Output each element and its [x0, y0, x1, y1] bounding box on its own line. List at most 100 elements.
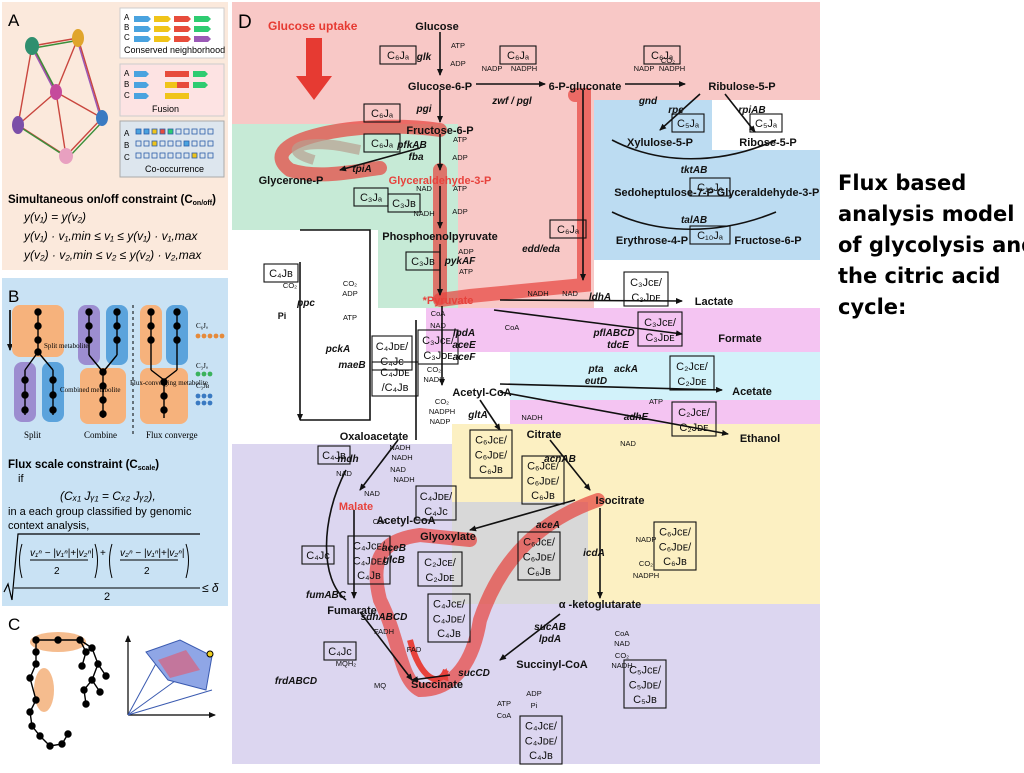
on-off-constraint-title: Simultaneous on/off constraint (Con/off) [8, 194, 216, 207]
flux-box-b17: C₄Jᴅᴇ/C₄Jᴄ [371, 335, 413, 371]
enzyme-lpda2: lpdA [539, 634, 561, 645]
flux-box-text: C₄Jᴄ [306, 550, 330, 562]
flux-converging-label: Flux-converging metabolite [130, 379, 208, 387]
row-letter: A [124, 129, 130, 138]
cofactor-label: CO₂ [427, 365, 441, 374]
enzyme-glcb: glcB [382, 555, 405, 566]
flux-box-frame [643, 45, 681, 65]
enzyme-gnd: gnd [638, 96, 658, 107]
metabolite-xu5p: Xylulose-5-P [627, 137, 693, 149]
row-letter: B [124, 80, 129, 89]
flux-box-frame [415, 485, 457, 521]
flux-box-frame [417, 329, 459, 365]
formula-term: v₁ⁿ − |v₁ⁿ|+|v₂ⁿ| [30, 548, 94, 559]
cofactor-label: NADPH [429, 407, 455, 416]
enzyme-maeb: maeB [338, 360, 365, 371]
cofactor-label: CoA [373, 517, 388, 526]
flux-box-text: C₆Jₐ [371, 108, 394, 120]
legend-dots [195, 333, 225, 406]
network-node [59, 148, 73, 164]
flux-box-frame [623, 659, 667, 709]
constraint-equation: y(v₁) · v₁,min ≤ v₁ ≤ y(v₁) · v₁,max [23, 229, 198, 243]
cofactor-label: ATP [497, 699, 511, 708]
enzyme-succd: sucCD [458, 668, 490, 679]
flux-box-b29: C₂Jᴄᴇ/C₂Jᴅᴇ [417, 551, 463, 587]
co-occurrence-cell [167, 140, 174, 147]
cofactor-label: ADP [450, 59, 465, 68]
metabolite-fumarate: Fumarate [327, 605, 377, 617]
flux-box-text: C₂Jᴄᴇ/ [676, 361, 709, 373]
metabolite-accoa: Acetyl-CoA [452, 387, 511, 399]
cofactor-label: NAD [390, 465, 406, 474]
flux-box-text: C₄Jʙ [269, 268, 293, 280]
flux-box-frame [637, 311, 683, 347]
network-node [25, 37, 39, 55]
cofactor-label: CoA [497, 711, 512, 720]
co-occurrence-cell [135, 140, 142, 147]
co-occurrence-cell [159, 128, 166, 135]
flux-box-text: C₄Jᴄ [424, 506, 448, 518]
combine-label: Combine [84, 430, 117, 440]
flux-box-frame [263, 263, 299, 283]
cofactor-label: ATP [451, 41, 465, 50]
cofactor-label: CoA [615, 629, 630, 638]
cofactor-label: NADH [423, 375, 444, 384]
enzyme-tpia: tpiA [352, 164, 371, 175]
flux-box-frame [427, 593, 471, 643]
caption-line: Flux based [838, 171, 967, 195]
flux-box-text: C₆Jᴅᴇ/ [659, 541, 692, 553]
formula-denominator: 2 [54, 566, 60, 577]
flux-box-text: C₆Jₐ [507, 50, 530, 62]
flux-cone-plot [125, 635, 216, 718]
enzyme-acef: aceF [453, 352, 477, 363]
legend-co-occurrence: Co-occurrence [145, 164, 204, 174]
flux-box-text: C₁₀Jₐ [697, 182, 724, 194]
metabolite-gap: Glyceraldehyde-3-P [389, 175, 492, 187]
caption-line: of glycolysis and [838, 233, 1024, 257]
flux-box-b14: C₄Jʙ [263, 263, 299, 283]
caption-line: the citric acid [838, 264, 1001, 288]
flux-box-text: C₄Jᴅᴇ/ [433, 613, 466, 625]
flux-box-frame [363, 103, 401, 123]
enzyme-sucab: sucAB [534, 622, 566, 633]
enzyme-rpiab: rpiAB [738, 105, 765, 116]
sqrt-formula [3, 533, 200, 601]
co-occurrence-cell [183, 152, 190, 159]
flux-box-text: C₂Jᴅᴇ [425, 572, 454, 584]
co-occurrence-cell [135, 128, 142, 135]
cofactor-label: CO₂ [435, 397, 449, 406]
cofactor-label: ADP [526, 689, 541, 698]
enzyme-mdh: mdh [337, 454, 358, 465]
metabolite-glyoxylate: Glyoxylate [420, 531, 476, 543]
flux-box-b19: C₄Jᴅᴇ/C₄Jʙ [371, 361, 419, 397]
cofactor-label: NAD [416, 184, 432, 193]
enzyme-pgi: pgi [416, 104, 432, 115]
flux-box-frame [387, 193, 421, 213]
flux-box-frame [517, 531, 561, 581]
flux-box-text: C₅Jᴄᴇ/ [629, 665, 662, 677]
enzyme-eutd: eutD [585, 376, 607, 387]
enzyme-aceb: aceB [382, 543, 406, 554]
flux-box-frame [671, 113, 705, 133]
metabolite-f6p: Fructose-6-P [406, 125, 473, 137]
flux-box-frame [749, 113, 783, 133]
metabolite-accoa2: Acetyl-CoA [376, 515, 435, 527]
formula-plus: + [100, 548, 106, 559]
panel-d-label: D [238, 12, 252, 33]
constraint-equation: y(v₁) = y(v₂) [23, 210, 86, 224]
flux-box-text: C₄Jᴄᴇ/ [525, 721, 558, 733]
metabolite-akg: α -ketoglutarate [559, 599, 642, 611]
co-occurrence-cell [167, 152, 174, 159]
metabolite-pgluconate: 6-P-gluconate [549, 81, 622, 93]
flux-box-frame [301, 545, 335, 565]
panel-c-label: C [8, 615, 20, 634]
glucose-uptake-label: Glucose uptake [268, 19, 358, 33]
cofactor-label: NADH [527, 289, 548, 298]
metabolite-succinate: Succinate [411, 679, 463, 691]
metabolite-pi: Pi [278, 311, 287, 321]
cofactor-label: FAD [407, 645, 422, 654]
